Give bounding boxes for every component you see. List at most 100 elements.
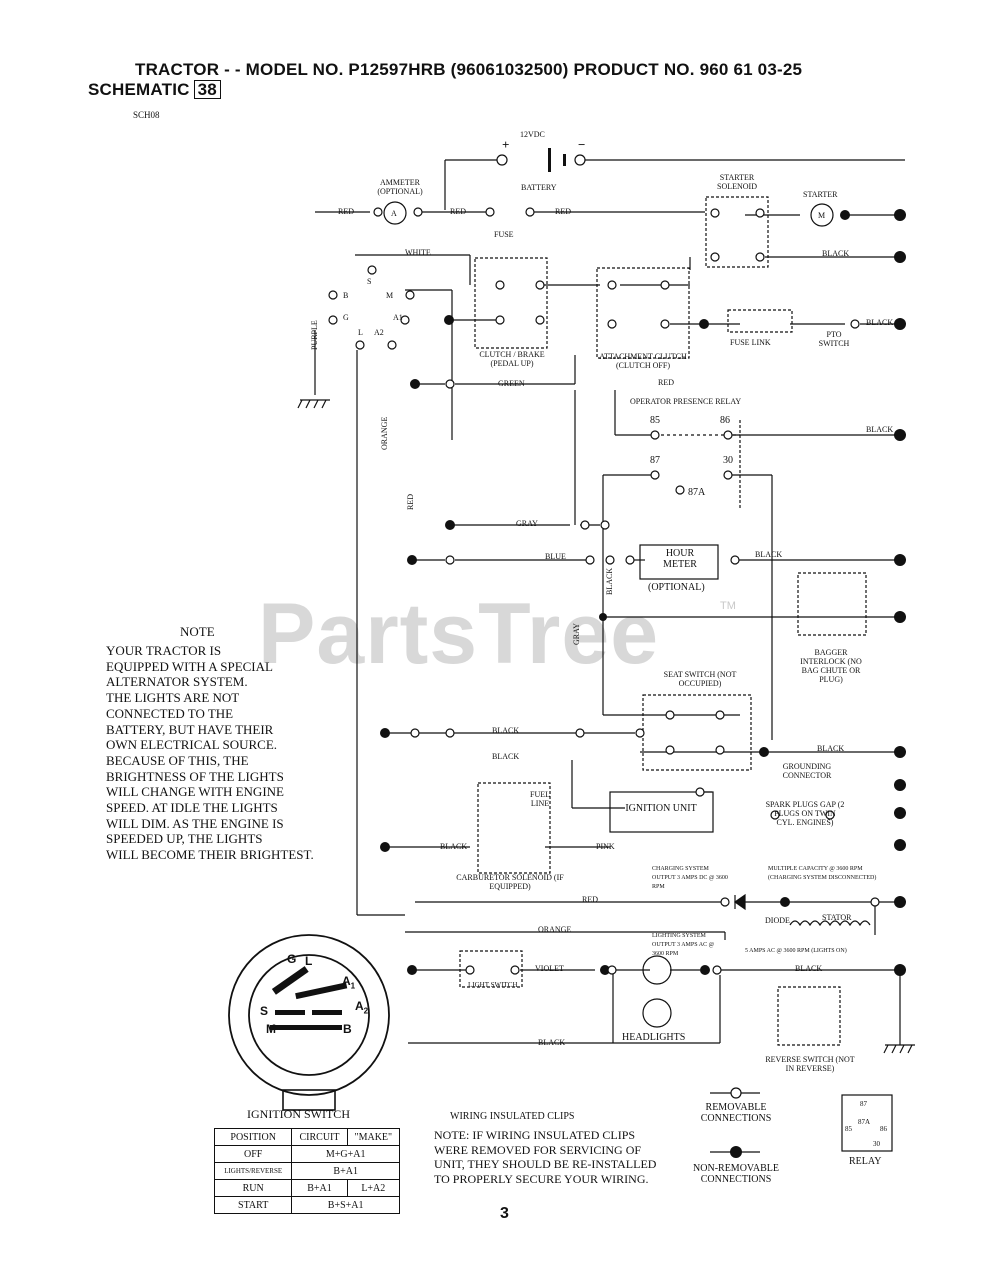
table-row: LIGHTS/REVERSE B+A1	[213, 1162, 400, 1180]
wire-black-relay: BLACK	[866, 425, 894, 434]
relay-30: 30	[723, 455, 733, 466]
battery-minus: −	[578, 137, 586, 152]
legend-non-removable: NON-REMOVABLE CONNECTIONS	[693, 1163, 779, 1185]
ign-b: B	[343, 291, 349, 300]
note-line: OWN ELECTRICAL SOURCE.	[106, 737, 278, 753]
wire-orange: ORANGE	[538, 925, 572, 934]
note-title: NOTE	[180, 624, 215, 639]
stator-label: STATOR	[822, 913, 852, 922]
wire-black-2: BLACK	[492, 752, 520, 761]
schematic-label: SCHEMATIC	[88, 80, 190, 99]
wire-pink: PINK	[596, 842, 615, 851]
wire-red-1: RED	[338, 207, 354, 216]
table-cell: RUN	[213, 1179, 293, 1197]
ammeter-symbol: A	[391, 209, 397, 218]
reverse-switch-label: REVERSE SWITCH (NOT IN REVERSE)	[765, 1055, 855, 1073]
ign-m: M	[386, 291, 394, 300]
table-cell: B+A1	[291, 1162, 400, 1180]
table-row: START B+S+A1	[213, 1196, 400, 1214]
fuse-link-label: FUSE LINK	[730, 338, 771, 347]
clips-note-line: WERE REMOVED FOR SERVICING OF	[434, 1142, 642, 1157]
wire-black-starter: BLACK	[822, 249, 850, 258]
battery-label: BATTERY	[521, 183, 557, 192]
diode-label: DIODE	[765, 916, 790, 925]
seat-switch-label: SEAT SWITCH (NOT OCCUPIED)	[663, 670, 737, 688]
wire-red-vert: RED	[406, 494, 415, 510]
wire-red-3: RED	[555, 207, 571, 216]
attachment-clutch-label: ATTACHMENT CLUTCH (CLUTCH OFF)	[599, 352, 687, 370]
ign-s: S	[367, 277, 372, 286]
grounding-connector-label: GROUNDING CONNECTOR	[782, 762, 832, 780]
table-header: "MAKE"	[346, 1128, 401, 1146]
ign-face-a2: A2	[355, 999, 369, 1016]
starter-label: STARTER	[803, 190, 838, 199]
note-line: YOUR TRACTOR IS	[106, 643, 222, 658]
wire-black-hour: BLACK	[755, 550, 783, 559]
ignition-unit-label: IGNITION UNIT	[625, 803, 697, 814]
note-line: WILL CHANGE WITH ENGINE	[106, 784, 284, 800]
headlights-label: HEADLIGHTS	[622, 1032, 686, 1043]
ign-a2: A2	[374, 328, 384, 337]
fuel-line-label: FUEL LINE	[530, 790, 550, 808]
ignition-switch-title: IGNITION SWITCH	[247, 1107, 350, 1121]
clips-title: WIRING INSULATED CLIPS	[450, 1111, 575, 1122]
table-cell: B+S+A1	[291, 1196, 400, 1214]
charging-output-label: CHARGING SYSTEM OUTPUT 3 AMPS DC @ 3600 …	[652, 866, 728, 890]
note-line: WILL DIM. AS THE ENGINE IS	[106, 815, 284, 831]
ign-a1: A1	[393, 313, 403, 322]
note-line: BECAUSE OF THIS, THE	[106, 752, 249, 768]
note-text: YOUR TRACTOR IS EQUIPPED WITH A SPECIAL …	[106, 643, 314, 863]
legend-relay-30: 30	[873, 1140, 880, 1148]
note-line: SPEEDED UP, THE LIGHTS	[106, 831, 263, 847]
table-header: POSITION	[213, 1128, 293, 1146]
hour-meter-label: HOUR METER	[663, 548, 697, 570]
table-cell: B+A1	[291, 1179, 348, 1197]
carb-solenoid-label: CARBURETOR SOLENOID (IF EQUIPPED)	[456, 873, 564, 891]
relay-label: OPERATOR PRESENCE RELAY	[630, 397, 742, 406]
note-line: SPEED. AT IDLE THE LIGHTS	[106, 800, 278, 816]
schematic-code: SCH08	[133, 110, 160, 120]
wire-white: WHITE	[405, 248, 431, 257]
table-row: RUN B+A1 L+A2	[213, 1179, 401, 1197]
legend-removable: REMOVABLE CONNECTIONS	[700, 1102, 772, 1124]
table-header: CIRCUIT	[291, 1128, 348, 1146]
wire-red-2: RED	[450, 207, 466, 216]
table-cell: START	[213, 1196, 293, 1214]
watermark-tm: TM	[720, 600, 736, 612]
lighting-ac-label: 5 AMPS AC @ 3600 RPM (LIGHTS ON)	[745, 948, 847, 954]
wire-black-vert: BLACK	[605, 567, 614, 595]
note-line: BRIGHTNESS OF THE LIGHTS	[106, 768, 284, 784]
relay-85: 85	[650, 415, 660, 426]
wire-violet: VIOLET	[535, 964, 564, 973]
wire-black-carb: BLACK	[440, 842, 468, 851]
table-cell: M+G+A1	[291, 1145, 400, 1163]
starter-solenoid-label: STARTER SOLENOID	[717, 173, 757, 191]
table-cell: OFF	[213, 1145, 293, 1163]
wire-gray: GRAY	[516, 519, 538, 528]
legend-relay-label: RELAY	[849, 1156, 882, 1167]
note-line: WILL BECOME THEIR BRIGHTEST.	[106, 847, 314, 863]
note-line: EQUIPPED WITH A SPECIAL	[106, 658, 273, 674]
watermark: PartsTree	[258, 586, 660, 682]
wire-gray-vert: GRAY	[572, 623, 581, 645]
page-number: 3	[500, 1205, 509, 1222]
ign-face-s: S	[260, 1004, 269, 1018]
ign-face-g: G	[287, 952, 297, 966]
note-line: THE LIGHTS ARE NOT	[106, 690, 240, 706]
wire-red-relay: RED	[658, 378, 674, 387]
page-title: TRACTOR - - MODEL NO. P12597HRB (9606103…	[135, 60, 803, 79]
wire-black-ground: BLACK	[817, 744, 845, 753]
fuse-label: FUSE	[494, 230, 514, 239]
wire-black-pto: BLACK	[866, 318, 894, 327]
schematic-number: 38	[193, 80, 221, 99]
legend-relay-85: 85	[845, 1125, 852, 1133]
note-line: CONNECTED TO THE	[106, 705, 234, 721]
relay-87: 87	[650, 455, 660, 466]
legend-relay-86: 86	[880, 1125, 887, 1133]
wire-red-diode: RED	[582, 895, 598, 904]
ign-l: L	[358, 328, 363, 337]
starter-symbol: M	[818, 211, 826, 220]
wire-orange-vert: ORANGE	[380, 416, 389, 450]
battery-voltage-label: 12VDC	[520, 130, 545, 139]
